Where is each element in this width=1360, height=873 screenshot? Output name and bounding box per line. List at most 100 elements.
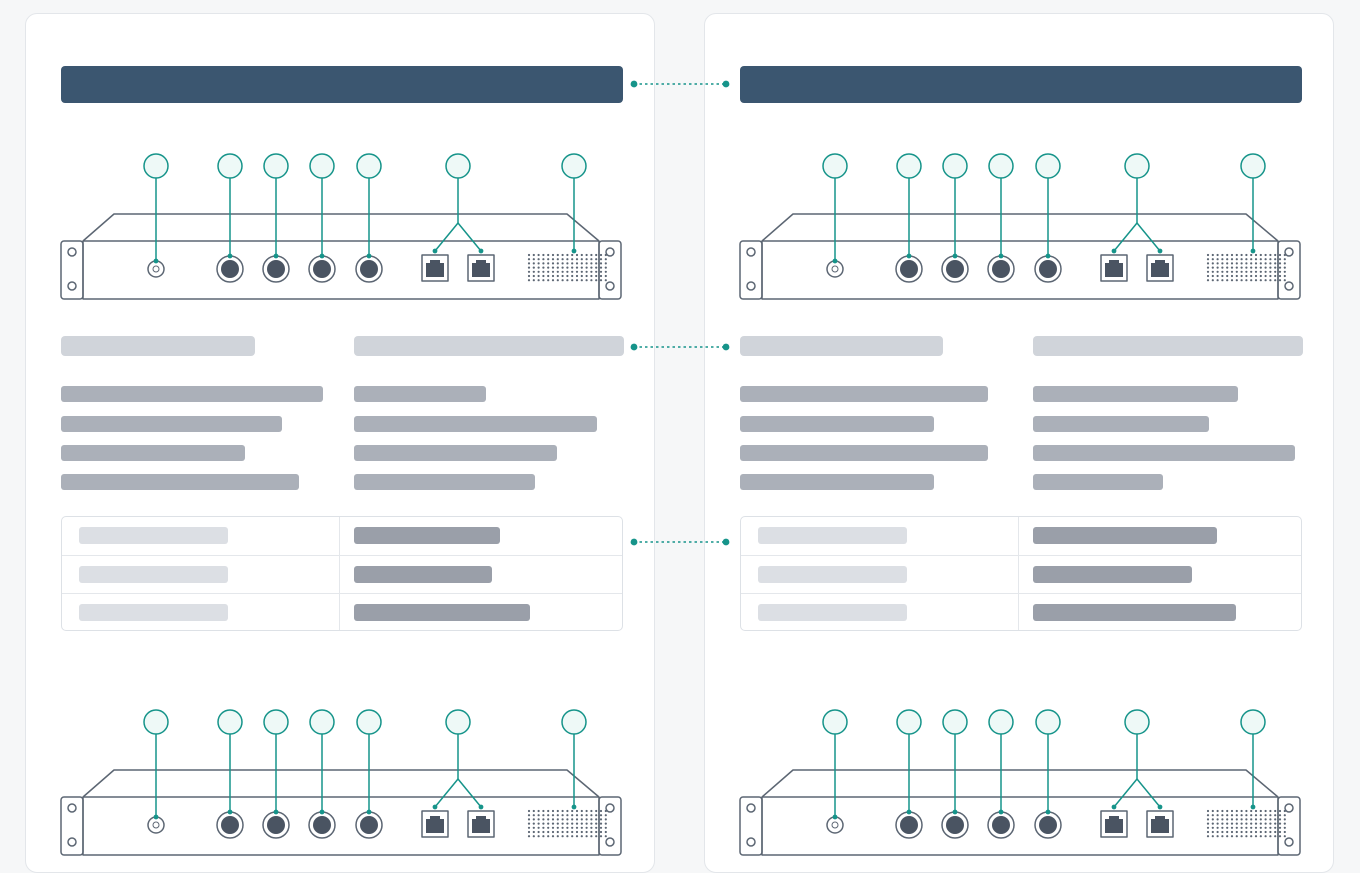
callout-leader: [1136, 778, 1161, 808]
spec-line-placeholder: [354, 386, 486, 402]
table-value-placeholder: [354, 604, 530, 621]
callout-anchor: [998, 809, 1004, 815]
callout-marker-icon: [217, 709, 243, 735]
callout-anchor: [1157, 804, 1163, 810]
device-body: [60, 213, 622, 300]
table-row: [741, 517, 1301, 555]
callout-anchor: [1045, 253, 1051, 259]
callout-anchor: [319, 253, 325, 259]
callout-marker-icon: [896, 153, 922, 179]
table-row: [62, 517, 622, 555]
panel-left: [25, 13, 655, 873]
callout-anchor: [366, 253, 372, 259]
title-bar: [61, 66, 623, 103]
callout-marker-icon: [1240, 709, 1266, 735]
callout-marker-icon: [1035, 709, 1061, 735]
callout-anchor: [1045, 809, 1051, 815]
table-value-placeholder: [354, 566, 492, 583]
callout-anchor: [319, 809, 325, 815]
mounting-hole: [746, 247, 756, 257]
callouts: [822, 153, 1266, 264]
vent-grille-icon: [527, 253, 607, 282]
spec-line-placeholder: [740, 386, 988, 402]
table-value-placeholder: [1033, 527, 1217, 544]
callout-anchor: [952, 253, 958, 259]
table-value-placeholder: [354, 527, 500, 544]
audio-jack-core: [313, 260, 331, 278]
mounting-hole: [1284, 247, 1294, 257]
power-indicator: [152, 821, 160, 829]
spec-heading-placeholder: [1033, 336, 1303, 356]
callout-marker-icon: [1124, 709, 1150, 735]
callout-marker-icon: [263, 709, 289, 735]
spec-table: [61, 516, 623, 631]
callout-anchor: [1250, 804, 1256, 810]
callout-marker-icon: [356, 709, 382, 735]
callout-anchor: [906, 809, 912, 815]
callout-marker-icon: [942, 153, 968, 179]
spec-line-placeholder: [740, 474, 934, 490]
callout-marker-icon: [1124, 153, 1150, 179]
callout-marker-icon: [822, 153, 848, 179]
mounting-hole: [67, 281, 77, 291]
audio-jack-core: [360, 816, 378, 834]
mounting-hole: [605, 247, 615, 257]
spec-line-placeholder: [1033, 386, 1238, 402]
spec-line-placeholder: [354, 416, 597, 432]
ethernet-socket: [1151, 260, 1169, 277]
callout-anchor: [571, 804, 577, 810]
callout-leader: [434, 778, 459, 808]
callout-marker-icon: [561, 709, 587, 735]
mounting-hole: [605, 281, 615, 291]
ethernet-socket: [472, 816, 490, 833]
spec-line-placeholder: [61, 474, 299, 490]
mounting-hole: [746, 281, 756, 291]
spec-line-placeholder: [354, 474, 535, 490]
callout-marker-icon: [217, 153, 243, 179]
mounting-hole: [746, 803, 756, 813]
mounting-hole: [1284, 837, 1294, 847]
vent-grille-icon: [527, 809, 607, 838]
callout-anchor: [227, 809, 233, 815]
callout-anchor: [1111, 804, 1117, 810]
rack-device-top: [739, 153, 1301, 300]
callout-anchor: [1250, 248, 1256, 254]
spec-heading-placeholder: [354, 336, 624, 356]
spec-line-placeholder: [61, 386, 323, 402]
audio-jack-core: [221, 816, 239, 834]
vent-grille-icon: [1206, 253, 1286, 282]
spec-line-placeholder: [740, 416, 934, 432]
callout-anchor: [227, 253, 233, 259]
table-column-divider: [339, 517, 340, 630]
spec-line-placeholder: [61, 416, 282, 432]
callout-marker-icon: [1240, 153, 1266, 179]
spec-heading-placeholder: [740, 336, 943, 356]
callout-marker-icon: [309, 153, 335, 179]
audio-jack-core: [313, 816, 331, 834]
table-key-placeholder: [79, 566, 228, 583]
mounting-hole: [67, 837, 77, 847]
front-face: [82, 240, 600, 300]
audio-jack-core: [360, 260, 378, 278]
chassis-top: [82, 213, 600, 242]
mounting-hole: [67, 803, 77, 813]
callout-marker-icon: [988, 709, 1014, 735]
callout-leader: [457, 222, 482, 252]
audio-jack-core: [1039, 816, 1057, 834]
callout-anchor: [273, 809, 279, 815]
callout-marker-icon: [1035, 153, 1061, 179]
mounting-hole: [605, 837, 615, 847]
comparison-diagram: [25, 13, 1334, 873]
table-key-placeholder: [79, 527, 228, 544]
callout-leader: [1136, 222, 1161, 252]
callout-marker-icon: [988, 153, 1014, 179]
spec-line-placeholder: [1033, 416, 1209, 432]
callout-anchor: [1111, 248, 1117, 254]
callout-anchor: [153, 258, 159, 264]
callout-anchor: [998, 253, 1004, 259]
device-body: [739, 769, 1301, 856]
callout-anchor: [571, 248, 577, 254]
callout-anchor: [1157, 248, 1163, 254]
callout-marker-icon: [896, 709, 922, 735]
callout-marker-icon: [143, 153, 169, 179]
